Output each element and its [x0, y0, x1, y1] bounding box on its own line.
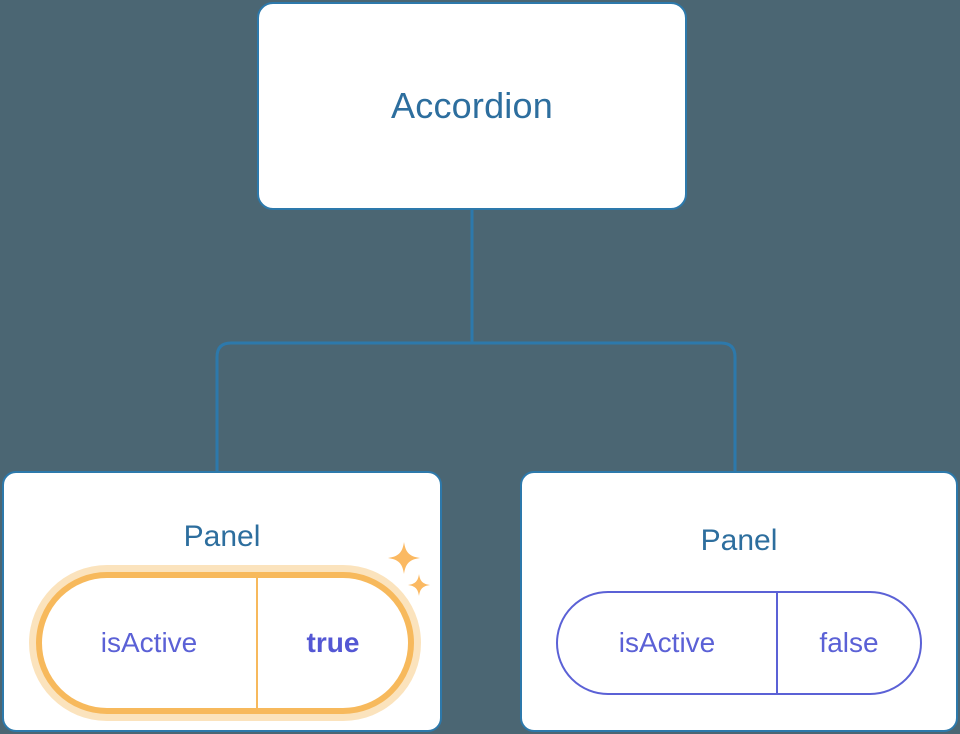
node-panel-right[interactable]: Panel isActive false: [520, 471, 958, 732]
prop-value-label: true: [306, 627, 360, 658]
connector-branch-bus: [215, 341, 737, 473]
prop-key-label: isActive: [42, 578, 258, 708]
prop-key-label: isActive: [558, 593, 778, 693]
prop-pill-wrapper-left: isActive true: [36, 572, 414, 714]
prop-value-label: false: [819, 627, 879, 658]
node-panel-left[interactable]: Panel isActive true: [2, 471, 442, 732]
prop-pill-isactive-true[interactable]: isActive true: [36, 572, 414, 714]
prop-pill-isactive-false[interactable]: isActive false: [556, 591, 922, 695]
node-accordion[interactable]: Accordion: [257, 2, 687, 210]
node-title-accordion: Accordion: [391, 85, 553, 126]
node-title-panel-left: Panel: [183, 520, 261, 553]
node-title-panel-right: Panel: [700, 524, 778, 557]
